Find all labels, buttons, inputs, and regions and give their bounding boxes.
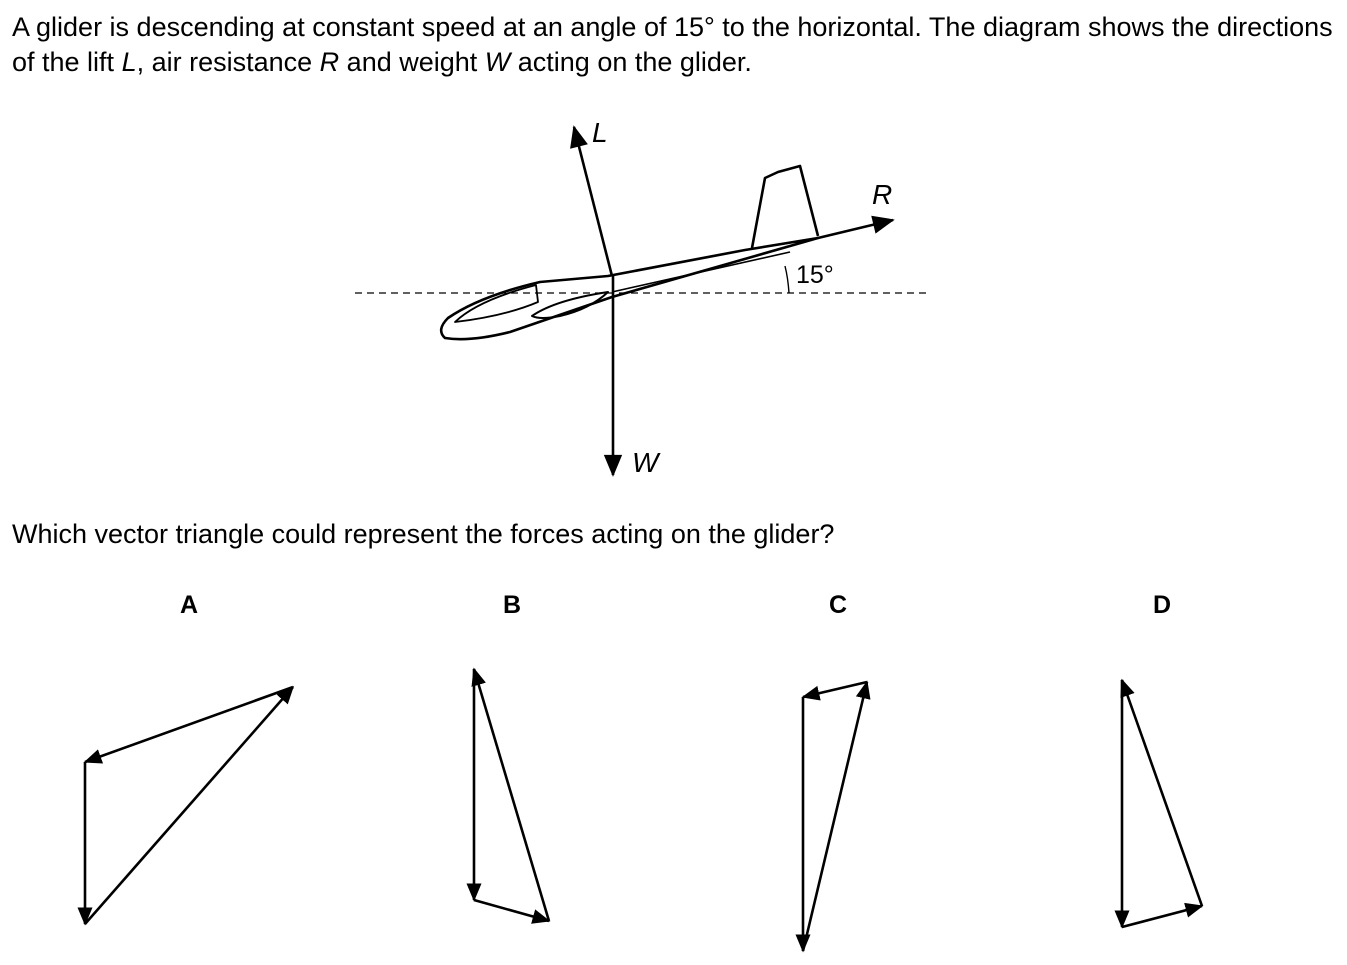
option-d-vector-1: [1120, 678, 1204, 907]
option-d-triangle: [1114, 678, 1204, 929]
angle-arc: [784, 265, 790, 294]
option-b-vector-3: [473, 898, 551, 924]
intro-symbol-weight: W: [484, 47, 511, 77]
glider-canopy: [454, 284, 539, 323]
intro-text-4: acting on the glider.: [510, 47, 752, 77]
intro-text-3: and weight: [339, 47, 485, 77]
resistance-arrow: [817, 215, 895, 240]
option-a-triangle: [77, 685, 294, 926]
option-a-vector-2: [84, 685, 294, 925]
option-a-label: A: [180, 591, 198, 619]
intro-text-1: A glider is descending at constant speed…: [12, 12, 1333, 77]
option-a-vector-3: [83, 685, 294, 764]
option-b-vector-1: [471, 667, 551, 922]
question-prompt: Which vector triangle could represent th…: [12, 519, 835, 549]
glider-drawing: [439, 164, 820, 341]
option-b-label: B: [503, 591, 521, 619]
option-c-label: C: [829, 591, 847, 619]
lift-label: L: [592, 117, 608, 148]
option-c-vector-3: [801, 680, 868, 701]
option-c-vector-2: [801, 680, 871, 952]
glider-wing: [531, 291, 609, 319]
option-d-label: D: [1153, 591, 1171, 619]
glider-fuselage: [439, 236, 820, 341]
intro-symbol-lift: L: [121, 47, 137, 77]
intro-symbol-resistance: R: [319, 47, 340, 77]
glider-wing-root-line: [611, 251, 791, 293]
question-intro: A glider is descending at constant speed…: [12, 10, 1342, 80]
weight-label: W: [632, 447, 661, 478]
lift-arrow: [570, 125, 614, 277]
glider-tail-fin: [750, 164, 820, 249]
resistance-label: R: [872, 179, 892, 210]
angle-label: 15°: [796, 261, 834, 289]
option-d-vector-3: [1121, 902, 1204, 929]
glider-diagram: L R W 15°: [355, 117, 930, 478]
option-b-triangle: [466, 667, 551, 924]
intro-text-2: , air resistance: [136, 47, 320, 77]
option-c-triangle: [795, 680, 871, 953]
